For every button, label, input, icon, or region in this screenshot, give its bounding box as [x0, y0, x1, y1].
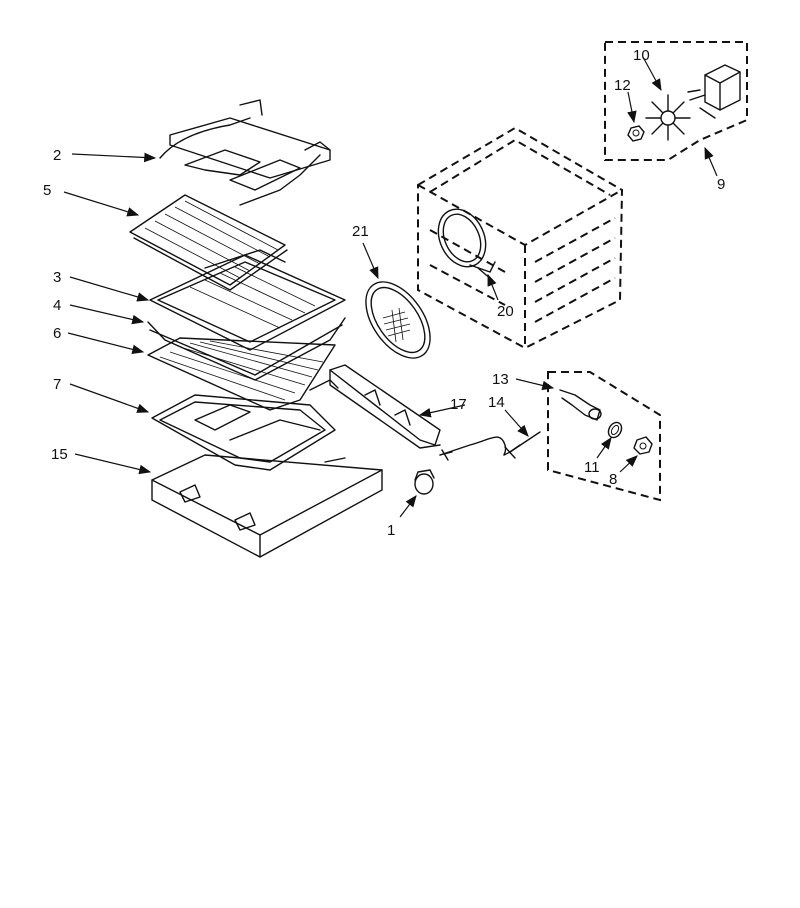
- sensor-ring: [607, 421, 623, 439]
- callout-17: 17: [450, 396, 467, 413]
- callout-15: 15: [51, 446, 68, 463]
- broiler-grid: [129, 194, 288, 291]
- fan-cover: [365, 281, 431, 359]
- callout-11: 11: [584, 459, 600, 476]
- fan-motor: [687, 64, 741, 119]
- callout-21: 21: [352, 223, 369, 240]
- callout-7: 7: [53, 376, 61, 393]
- broiler-pan: [149, 249, 346, 351]
- knob: [414, 469, 435, 495]
- callout-4: 4: [53, 297, 61, 314]
- fan-motor-group: [604, 41, 748, 161]
- callout-3: 3: [53, 269, 61, 286]
- broil-element: [159, 99, 331, 206]
- callout-labels: 2 5 3 4 6 7 15 21 17 14 13 1 20 10 12 9 …: [43, 47, 725, 539]
- callout-5: 5: [43, 182, 51, 199]
- sensor-probe: [559, 389, 602, 421]
- sensor-nut: [633, 436, 653, 455]
- callout-13: 13: [492, 371, 509, 388]
- sensor-group: [547, 371, 661, 502]
- mounting-bracket: [329, 364, 441, 449]
- callout-2: 2: [53, 147, 61, 164]
- bake-element: [151, 379, 339, 471]
- callout-8: 8: [609, 471, 617, 488]
- fan-nut: [627, 125, 645, 142]
- callout-9: 9: [717, 176, 725, 193]
- sensor-wire: [439, 431, 541, 461]
- leader-lines: [63, 56, 718, 518]
- convection-element: [437, 208, 496, 281]
- callout-6: 6: [53, 325, 61, 342]
- callout-1: 1: [387, 522, 395, 539]
- oven-cavity: [417, 126, 624, 350]
- oven-rack: [147, 337, 336, 411]
- callout-10: 10: [633, 47, 650, 64]
- bottom-drawer: [151, 454, 383, 558]
- callout-12: 12: [614, 77, 631, 94]
- callout-20: 20: [497, 303, 514, 320]
- callout-14: 14: [488, 394, 505, 411]
- fan-blade: [645, 94, 691, 141]
